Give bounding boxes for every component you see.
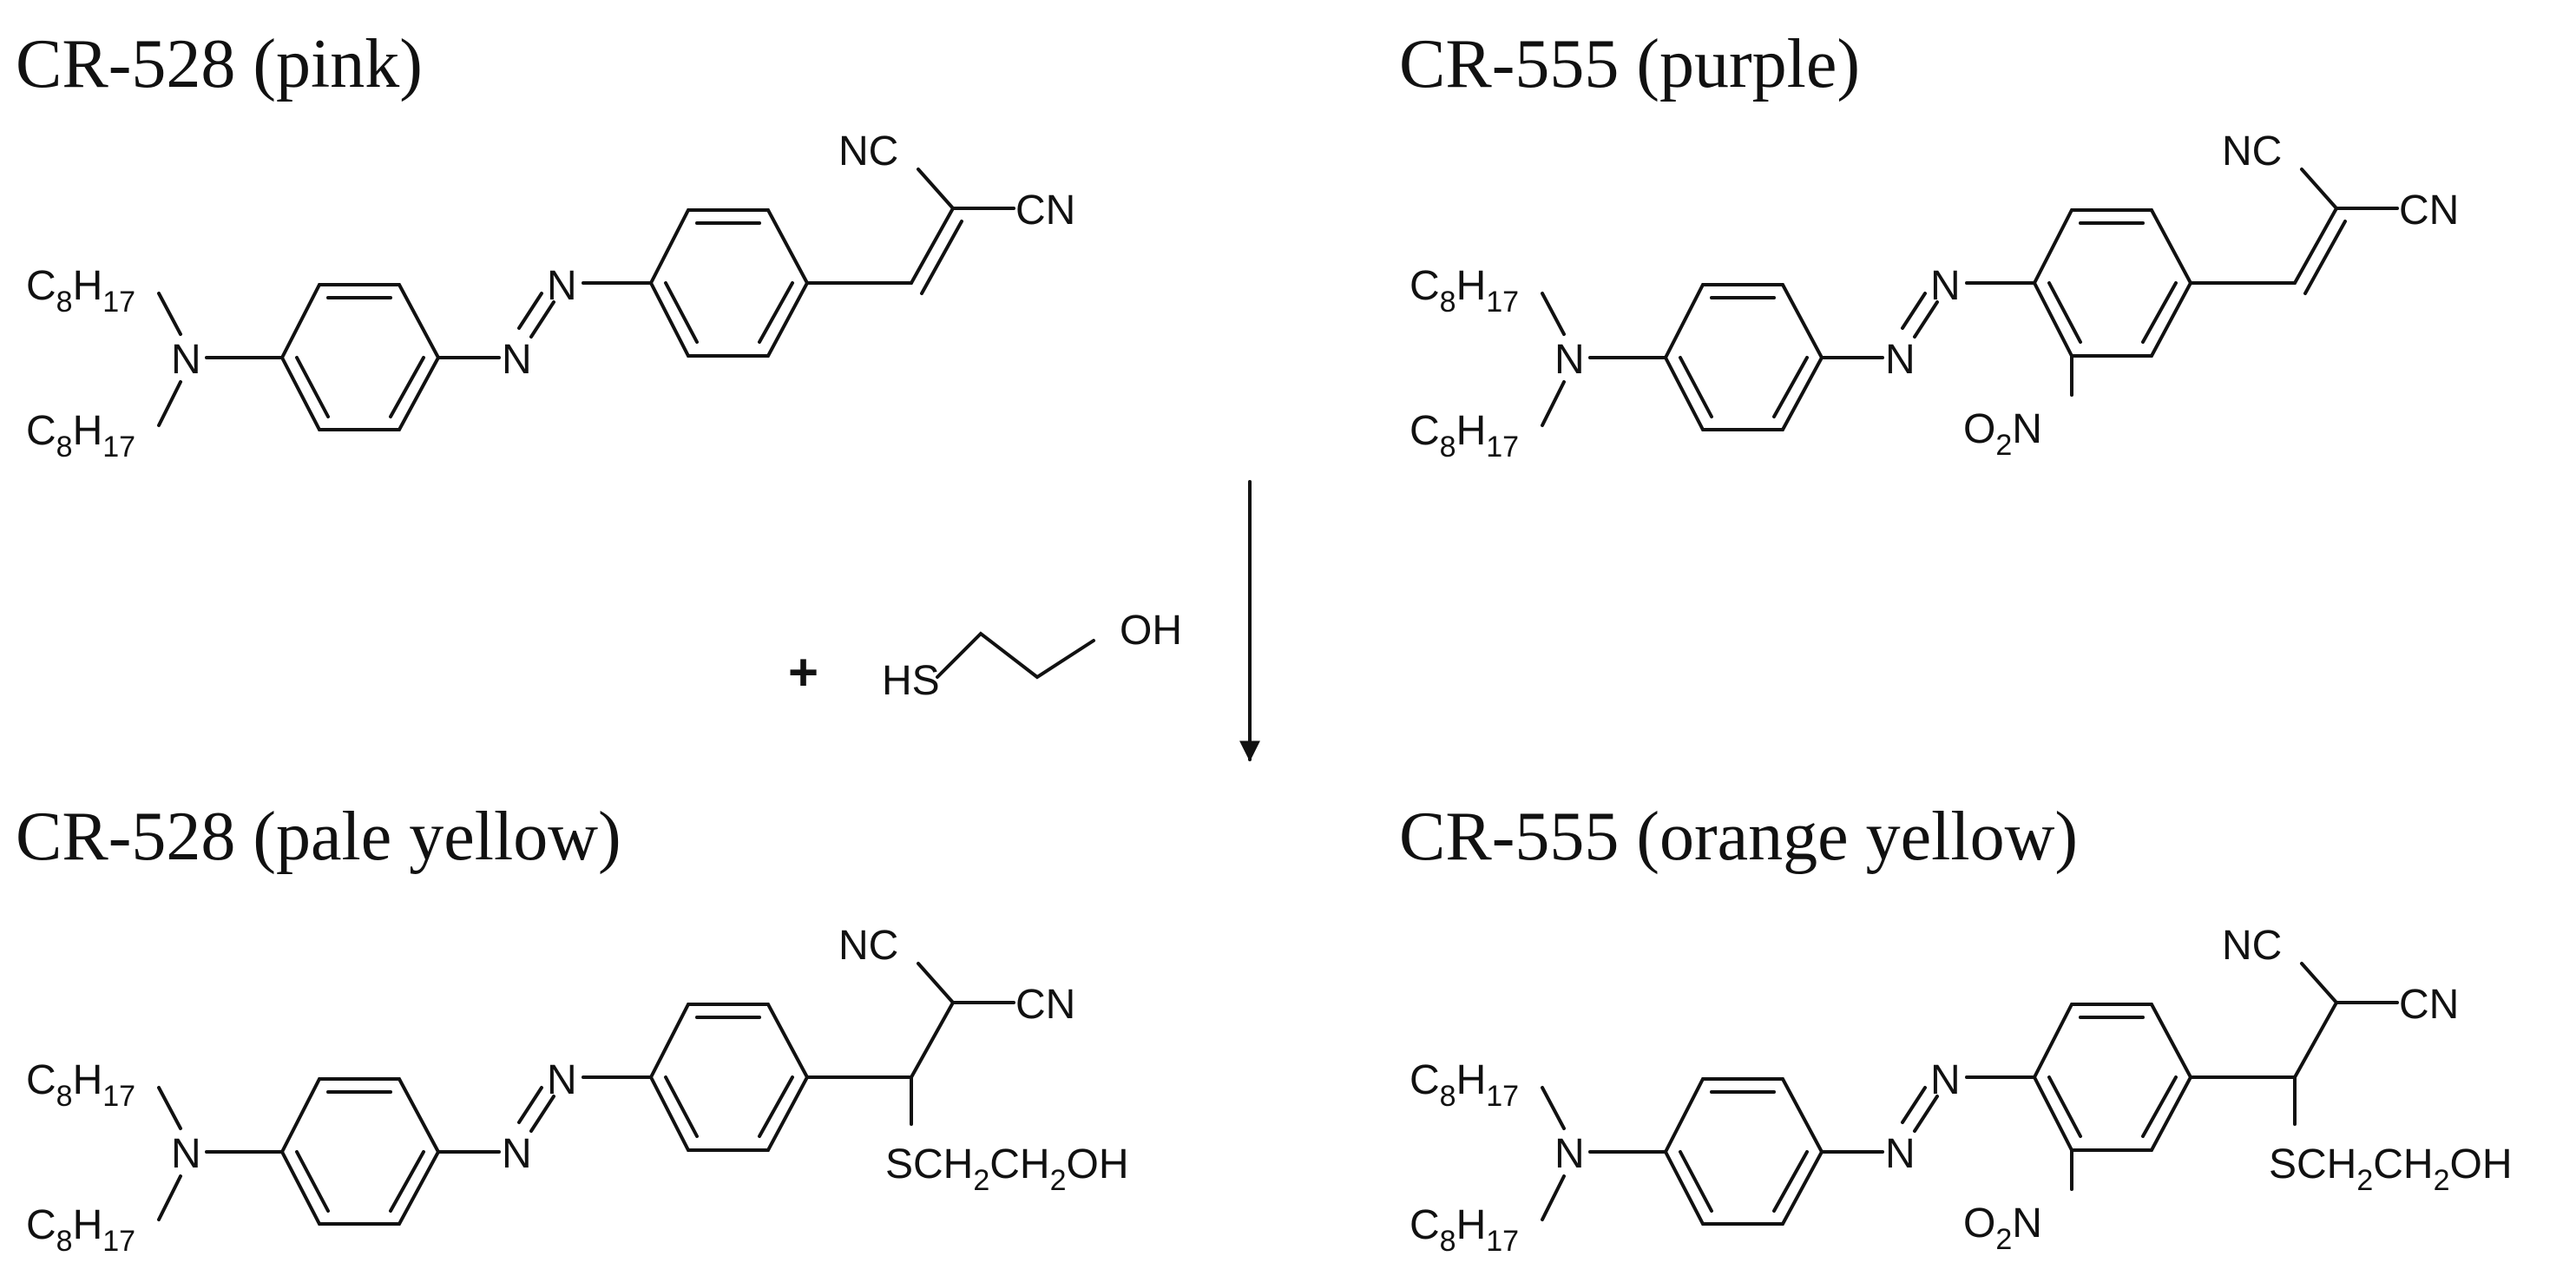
nitro-label: O2N <box>1963 406 2042 462</box>
cn-label: CN <box>2399 187 2459 233</box>
ring-b-double-3 <box>664 1075 699 1138</box>
nc-label: NC <box>838 923 898 969</box>
benzene-ring-a <box>279 283 441 431</box>
ring-a-double-2 <box>1772 1150 1809 1213</box>
n-octyl-bond-upper <box>157 292 182 336</box>
azo-n-upper: N <box>547 1057 577 1103</box>
benzene-ring-b <box>2032 1003 2193 1152</box>
title-cr528-pink: CR-528 (pink) <box>16 26 423 102</box>
octyl-label-upper: C8H17 <box>1410 1057 1519 1113</box>
n-octyl-bond-lower <box>1541 380 1566 427</box>
reagent-oh-label: OH <box>1120 608 1182 654</box>
ring-b-double-2 <box>2141 281 2178 344</box>
amine-n-label: N <box>1554 337 1585 383</box>
benzene-ring-a <box>1663 283 1824 431</box>
ch-ch-single-bond <box>2293 1001 2338 1079</box>
c-nc-bond <box>2300 168 2338 210</box>
octyl-label-upper: C8H17 <box>1410 263 1519 319</box>
c-nc-bond <box>917 962 955 1004</box>
ring-a-double-3 <box>295 356 330 418</box>
azo-n-lower: N <box>1885 337 1916 383</box>
n-octyl-bond-lower <box>157 1174 182 1221</box>
ring-b-double-3 <box>664 281 699 344</box>
octyl-label-upper: C8H17 <box>26 263 135 319</box>
cn-label: CN <box>1015 187 1075 233</box>
ring-a-double-3 <box>1679 1150 1713 1213</box>
title-cr528-pale-yellow: CR-528 (pale yellow) <box>16 799 621 875</box>
azo-double-bond-b <box>1901 292 1927 330</box>
azo-double-bond-a <box>1913 1095 1939 1133</box>
azo-double-bond-b <box>517 292 543 330</box>
plus-sign: + <box>788 643 818 701</box>
azo-double-bond-a <box>529 1095 555 1133</box>
nc-label: NC <box>838 128 898 174</box>
n-octyl-bond-upper <box>1541 292 1566 336</box>
ring-a-double-2 <box>1772 356 1809 418</box>
mercaptoethanol-reagent: HS OH <box>882 608 1182 704</box>
amine-n-label: N <box>171 337 201 383</box>
molecule-cr528-pale-yellow: C8H17 C8H17 N N N NC CN SCH2CH2OH <box>26 923 1129 1258</box>
azo-n-lower: N <box>502 337 532 383</box>
benzene-ring-a <box>1663 1077 1824 1226</box>
vinyl-double-bond-b <box>920 220 963 295</box>
ring-b-double-2 <box>758 281 794 344</box>
ring-a-double-3 <box>295 1150 330 1213</box>
octyl-label-lower: C8H17 <box>26 1202 135 1258</box>
vinyl-double-bond-a <box>910 207 955 285</box>
nc-label: NC <box>2222 128 2282 174</box>
n-octyl-bond-lower <box>157 380 182 427</box>
azo-n-upper: N <box>1930 263 1961 309</box>
azo-n-lower: N <box>502 1131 532 1177</box>
n-octyl-bond-lower <box>1541 1174 1566 1221</box>
n-octyl-bond-upper <box>157 1086 182 1130</box>
cn-label: CN <box>2399 982 2459 1028</box>
molecule-cr555-orange-yellow: C8H17 C8H17 N N N O2N NC CN SCH2CH2OH <box>1410 923 2513 1258</box>
benzene-ring-b <box>648 1003 810 1152</box>
octyl-label-lower: C8H17 <box>26 408 135 464</box>
molecule-cr528-pink: C8H17 C8H17 N N N NC CN <box>26 128 1075 464</box>
n-octyl-bond-upper <box>1541 1086 1566 1130</box>
ring-b-double-2 <box>758 1075 794 1138</box>
molecule-cr555-purple: C8H17 C8H17 N N N O2N NC CN <box>1410 128 2459 464</box>
octyl-label-upper: C8H17 <box>26 1057 135 1113</box>
title-cr555-orange-yellow: CR-555 (orange yellow) <box>1399 799 2078 875</box>
azo-double-bond-b <box>517 1086 543 1124</box>
ring-a-double-3 <box>1679 356 1713 418</box>
ring-b-double-3 <box>2047 1075 2082 1138</box>
amine-n-label: N <box>1554 1131 1585 1177</box>
c-nc-bond <box>2300 962 2338 1004</box>
ring-b-double-2 <box>2141 1075 2178 1138</box>
azo-double-bond-a <box>1913 300 1939 339</box>
c-nc-bond <box>917 168 955 210</box>
reagent-ethylene-chain <box>936 631 1095 680</box>
azo-n-upper: N <box>547 263 577 309</box>
octyl-label-lower: C8H17 <box>1410 1202 1519 1258</box>
vinyl-double-bond-b <box>2303 220 2347 295</box>
ring-b-double-3 <box>2047 281 2082 344</box>
benzene-ring-a <box>279 1077 441 1226</box>
nc-label: NC <box>2222 923 2282 969</box>
ring-a-double-2 <box>389 356 425 418</box>
cn-label: CN <box>1015 982 1075 1028</box>
nitro-label: O2N <box>1963 1200 2042 1256</box>
azo-double-bond-a <box>529 300 555 339</box>
azo-double-bond-b <box>1901 1086 1927 1124</box>
octyl-label-lower: C8H17 <box>1410 408 1519 464</box>
benzene-ring-b <box>648 208 810 358</box>
ch-ch-single-bond <box>910 1001 955 1079</box>
azo-n-upper: N <box>1930 1057 1961 1103</box>
thioether-label: SCH2CH2OH <box>885 1141 1129 1197</box>
vinyl-double-bond-a <box>2293 207 2338 285</box>
benzene-ring-b <box>2032 208 2193 358</box>
amine-n-label: N <box>171 1131 201 1177</box>
title-cr555-purple: CR-555 (purple) <box>1399 26 1860 102</box>
azo-n-lower: N <box>1885 1131 1916 1177</box>
thioether-label: SCH2CH2OH <box>2269 1141 2513 1197</box>
reagent-hs-label: HS <box>882 658 940 704</box>
ring-a-double-2 <box>389 1150 425 1213</box>
